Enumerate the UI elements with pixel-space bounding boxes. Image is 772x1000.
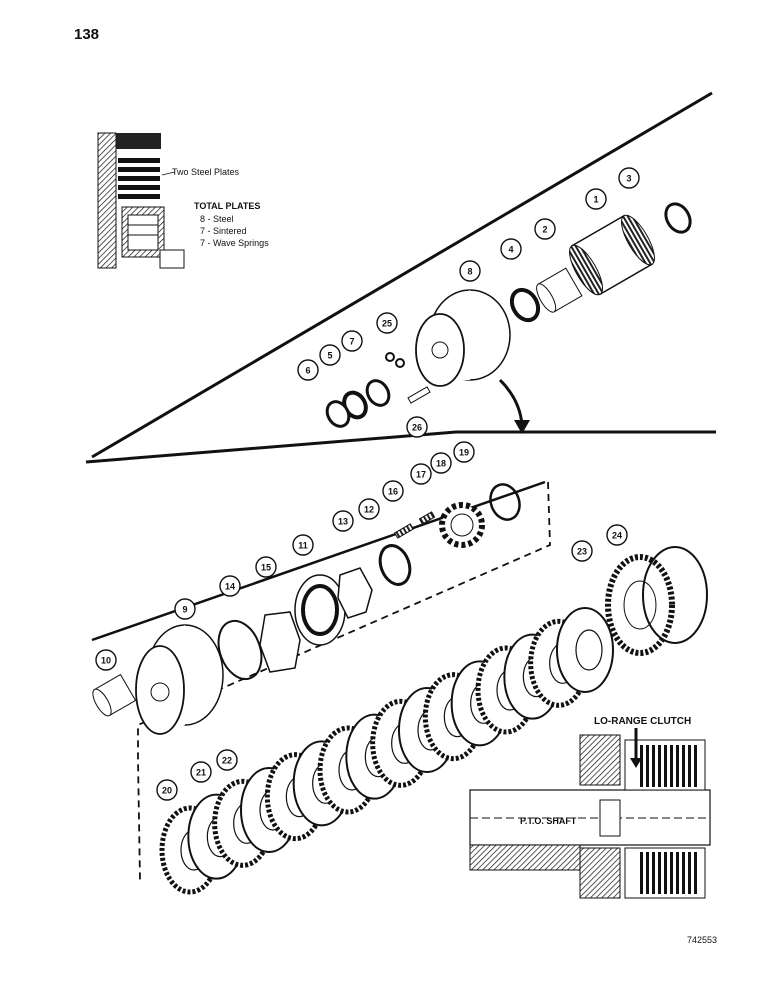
part-number-24: 24	[612, 531, 622, 541]
lower-divider-line	[85, 430, 716, 464]
plate-count-sintered: 7 - Sintered	[200, 226, 247, 236]
callout-circle-9	[174, 598, 196, 620]
callout-circle-18	[430, 452, 452, 474]
part-number-21: 21	[196, 768, 206, 778]
wave-spring-15	[259, 611, 301, 673]
callout-circle-3	[618, 167, 640, 189]
part-number-4: 4	[508, 245, 513, 255]
bearing-2	[536, 267, 583, 313]
part-number-23: 23	[577, 547, 587, 557]
total-plates-heading: TOTAL PLATES	[194, 201, 261, 211]
callout-circle-21	[190, 761, 212, 783]
part-number-22: 22	[222, 756, 232, 766]
callout-circle-2	[534, 218, 556, 240]
seal-ring-12	[378, 544, 412, 586]
part-number-13: 13	[338, 517, 348, 527]
part-number-26: 26	[412, 423, 422, 433]
washer-6	[325, 400, 351, 428]
callout-circle-6	[297, 359, 319, 381]
callout-circle-7	[341, 330, 363, 352]
callout-circle-10	[95, 649, 117, 671]
lo-range-clutch-inset: LO-RANGE CLUTCH P.T.O. SHAFT	[469, 716, 711, 899]
callout-circle-24	[606, 524, 628, 546]
wave-spring-13	[337, 567, 373, 619]
callout-circle-20	[156, 779, 178, 801]
part-number-17: 17	[416, 470, 426, 480]
part-number-7: 7	[349, 337, 354, 347]
page-number: 138	[74, 26, 100, 43]
callout-circle-25	[376, 312, 398, 334]
nut-25b	[395, 358, 405, 368]
snap-ring-19	[489, 483, 521, 521]
disc-bore	[575, 629, 603, 671]
callout-circle-17	[410, 463, 432, 485]
direction-arrow	[498, 378, 524, 426]
bearing-10	[92, 673, 137, 717]
part-number-1: 1	[593, 195, 598, 205]
callout-circle-1	[585, 188, 607, 210]
snap-ring-3	[664, 202, 692, 234]
callout-circle-26	[406, 416, 428, 438]
upper-divider-line	[91, 91, 713, 459]
part-number-25: 25	[382, 319, 392, 329]
clutch-drum-9	[135, 624, 224, 738]
clutch-cross-section-inset	[97, 132, 185, 269]
callout-circle-4	[500, 238, 522, 260]
lo-range-clutch-title: LO-RANGE CLUTCH	[594, 716, 691, 727]
clutch-housing-8	[415, 289, 511, 387]
part-number-12: 12	[364, 505, 374, 515]
dashed-guide-line	[137, 481, 551, 881]
clutch-pack	[159, 607, 614, 895]
part-number-9: 9	[182, 605, 187, 615]
spring-retainer-18	[439, 502, 485, 548]
callout-circle-12	[358, 498, 380, 520]
part-number-2: 2	[542, 225, 547, 235]
callout-circle-15	[255, 556, 277, 578]
pressure-plate-23	[605, 554, 675, 656]
callout-circle-16	[382, 480, 404, 502]
part-number-18: 18	[436, 459, 446, 469]
part-number-16: 16	[388, 487, 398, 497]
washer-7	[365, 379, 391, 407]
seal-ring-4	[509, 287, 541, 323]
part-number-10: 10	[101, 656, 111, 666]
spring-17	[418, 511, 436, 525]
callout-circle-13	[332, 510, 354, 532]
inset-plate-stack-top	[640, 745, 697, 787]
plate-count-wave-springs: 7 - Wave Springs	[200, 238, 269, 248]
callout-circle-19	[453, 441, 475, 463]
part-number-6: 6	[305, 366, 310, 376]
part-number-19: 19	[459, 448, 469, 458]
part-number-11: 11	[298, 541, 308, 551]
spring-16	[394, 523, 414, 539]
snap-ring-24	[642, 546, 708, 644]
seal-ring-14	[217, 619, 263, 681]
piston-11	[294, 574, 346, 646]
part-number-5: 5	[327, 351, 332, 361]
pto-shaft-label: P.T.O. SHAFT	[520, 816, 577, 826]
callout-circle-14	[219, 575, 241, 597]
splined-shaft	[569, 214, 655, 296]
callout-circle-5	[319, 344, 341, 366]
two-steel-plates-callout: Two Steel Plates	[172, 167, 240, 177]
steel-plate-stack	[118, 158, 160, 199]
nut-25a	[385, 352, 395, 362]
callout-circle-22	[216, 749, 238, 771]
callout-circle-11	[292, 534, 314, 556]
part-number-8: 8	[467, 267, 472, 277]
plate-count-steel: 8 - Steel	[200, 214, 234, 224]
callout-circle-23	[571, 540, 593, 562]
inset-plate-stack-bottom	[640, 852, 697, 894]
part-number-14: 14	[225, 582, 235, 592]
part-number-3: 3	[626, 174, 631, 184]
part-callouts: 1234567891011121314151617181920212223242…	[95, 167, 640, 801]
figure-code: 742553	[687, 935, 718, 945]
bolt-26	[407, 386, 431, 404]
callout-circle-8	[459, 260, 481, 282]
part-number-15: 15	[261, 563, 271, 573]
part-number-20: 20	[162, 786, 172, 796]
